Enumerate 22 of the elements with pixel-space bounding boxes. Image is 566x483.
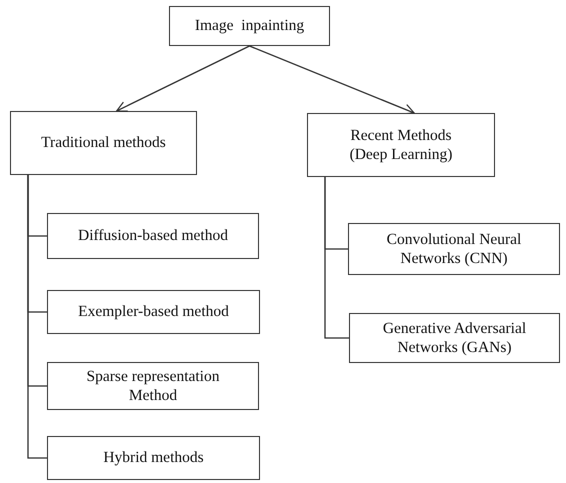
process-box: [10, 111, 197, 175]
process-box: [349, 313, 560, 363]
arrow: [116, 45, 250, 112]
process-box: [348, 223, 560, 275]
connector-line: [27, 175, 47, 459]
node-label: Hybrid methods: [103, 448, 204, 468]
process-box: [169, 6, 330, 46]
node-label: Sparse representation Method: [86, 366, 220, 406]
node-label: Generative Adversarial Networks (GANs): [382, 318, 528, 358]
process-box: [47, 213, 259, 259]
process-box: [47, 290, 260, 334]
node-label: Diffusion-based method: [78, 226, 228, 246]
connector-line: [324, 177, 349, 339]
process-box: [47, 362, 259, 410]
arrow: [249, 45, 415, 114]
node-label: Traditional methods: [41, 133, 166, 153]
process-box: [307, 113, 495, 177]
node-label: Exempler-based method: [78, 302, 229, 322]
node-label: Image inpainting: [194, 16, 304, 36]
node-label: Convolutional Neural Networks (CNN): [386, 230, 522, 268]
process-box: [47, 436, 260, 480]
node-label: Recent Methods (Deep Learning): [348, 126, 454, 164]
